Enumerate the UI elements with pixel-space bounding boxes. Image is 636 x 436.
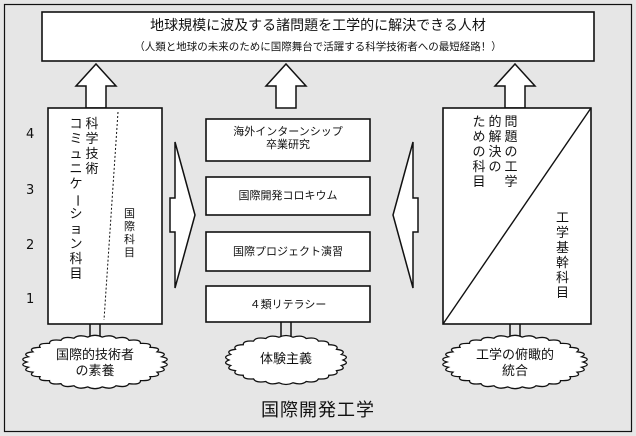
- center-box-year1-label: ４類リテラシー: [249, 298, 327, 311]
- oval-left: [22, 334, 168, 390]
- left-dotted-divider: [103, 111, 119, 321]
- center-box-year2-label: 国際プロジェクト演習: [233, 245, 343, 258]
- up-arrow-left: [74, 62, 118, 109]
- oval-center-text: 体験主義: [259, 352, 312, 367]
- center-box-year3: [205, 176, 371, 216]
- title-main: 地球規模に波及する諸問題を工学的に解決できる人材: [150, 18, 486, 34]
- center-box-year4-label: 海外インターンシップ卒業研究: [233, 125, 343, 152]
- year-label-1: 1: [26, 292, 35, 307]
- oval-center: [225, 334, 347, 386]
- oval-left-text: 国際的技術者の素養: [55, 348, 134, 379]
- title-sub: （人類と地球の未来のために国際舞台で活躍する科学技術者への最短経路！）: [134, 41, 502, 53]
- title-box: [41, 11, 595, 62]
- right-upper-text: 問題の工学的解決のための科目: [472, 115, 518, 190]
- oval-right-text: 工学の俯瞰的統合: [475, 348, 554, 379]
- outer-frame: [3, 3, 633, 433]
- center-box-year2: [205, 231, 371, 272]
- right-diagonal-divider: [442, 107, 592, 325]
- up-arrow-right: [493, 62, 537, 109]
- left-arrow-right: [392, 141, 419, 289]
- center-box-year1: [205, 285, 371, 323]
- right-lower-text: 工学基幹科目: [555, 211, 569, 301]
- left-lower-text: 国際科目: [124, 207, 135, 259]
- center-box-year3-label: 国際開発コロキウム: [238, 189, 338, 202]
- left-upper-text: 科学技術コミュニケーション科目: [69, 117, 99, 282]
- oval-right: [442, 334, 588, 390]
- year-label-2: 2: [26, 238, 35, 253]
- center-box-year4: [205, 118, 371, 162]
- year-label-4: 4: [26, 127, 35, 142]
- left-subject-box: [47, 107, 163, 325]
- footer-title: 国際開発工学: [261, 400, 375, 421]
- right-arrow-left: [169, 141, 196, 289]
- year-label-3: 3: [26, 183, 35, 198]
- up-arrow-center: [264, 62, 308, 109]
